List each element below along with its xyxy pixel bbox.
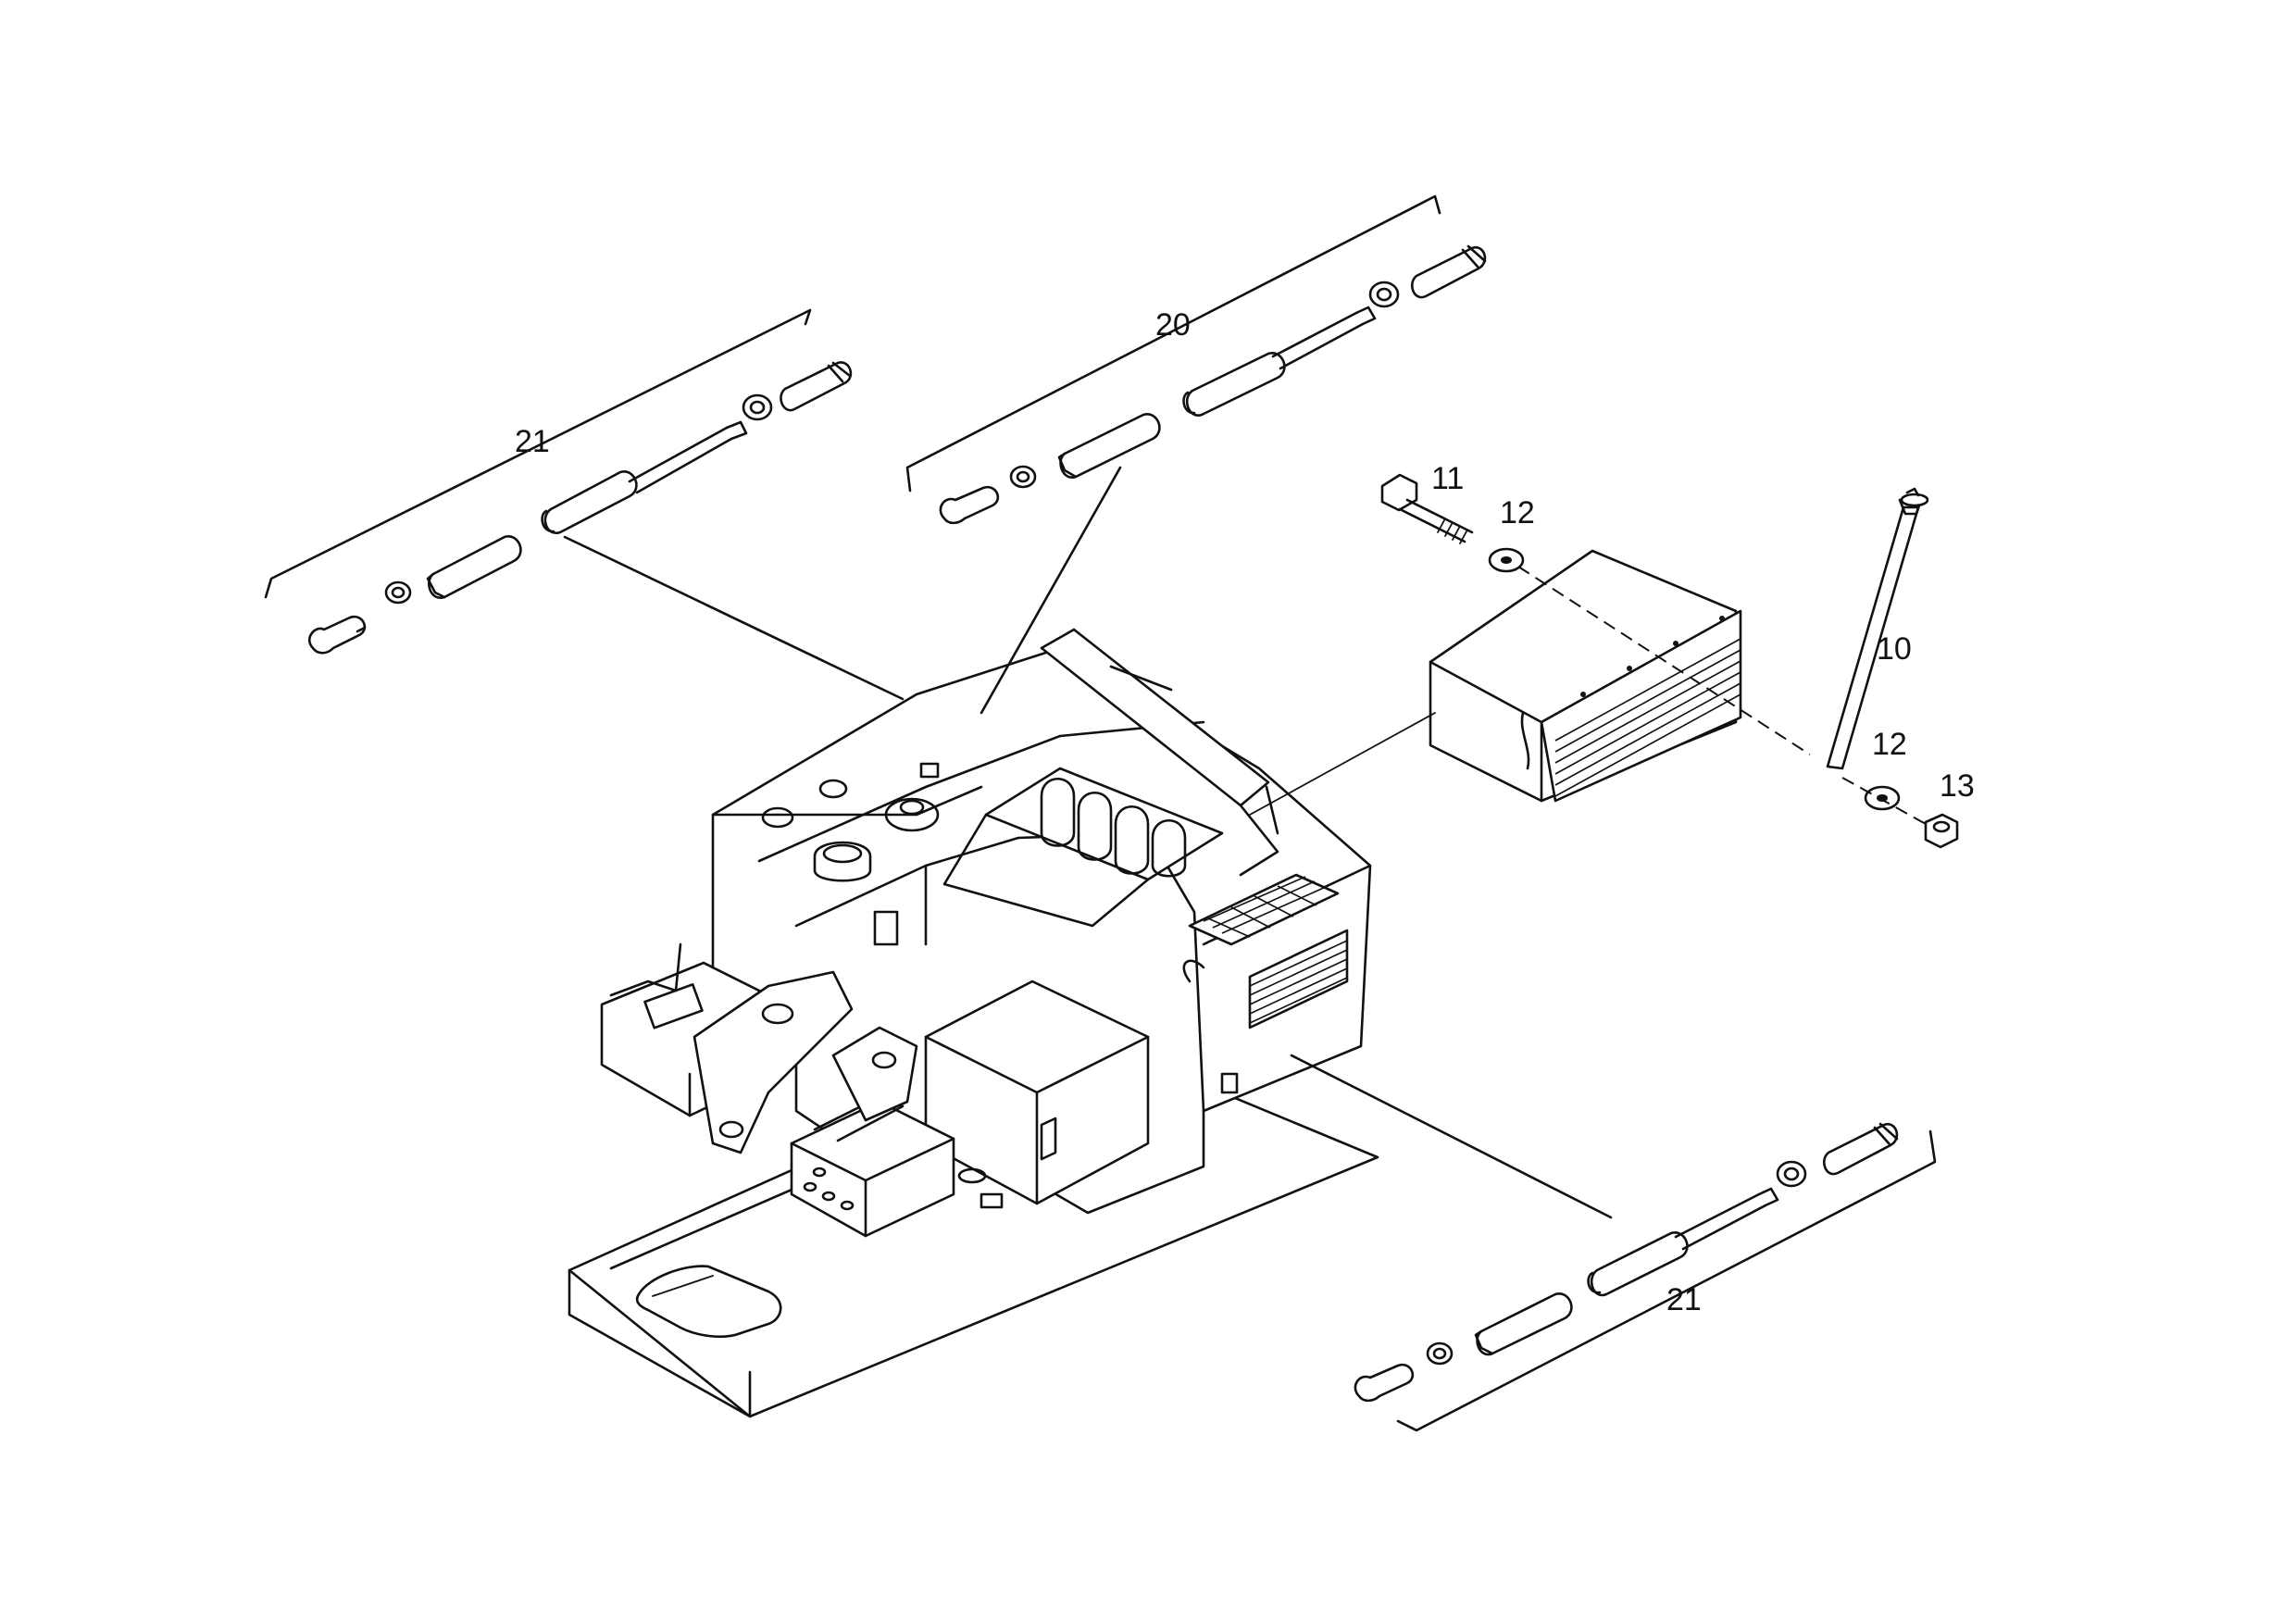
gas-strut-upper-left: [264, 308, 905, 701]
callout-13: 13: [1940, 768, 1975, 804]
callout-21-lower: 21: [1666, 1282, 1702, 1317]
engine-cylinders: [1040, 777, 1187, 878]
engine-cover: [1429, 549, 1742, 803]
assembly-axis: [1517, 566, 1927, 825]
callout-10: 10: [1877, 631, 1912, 667]
callout-12-lower: 12: [1872, 727, 1907, 762]
gas-strut-lower-right: [1290, 1054, 1937, 1432]
rod-part: [1826, 487, 1929, 770]
washer-lower-part: [1864, 785, 1901, 811]
callout-12-upper: 12: [1500, 495, 1535, 530]
gas-strut-top: [905, 194, 1487, 715]
callout-21-upper: 21: [515, 424, 550, 459]
washer-upper-part: [1488, 547, 1525, 573]
leader-lines: [1249, 712, 1436, 816]
callout-20: 20: [1155, 307, 1191, 343]
machine-body: [568, 628, 1379, 1418]
bolt-part: [1380, 473, 1474, 544]
callout-11: 11: [1431, 461, 1464, 496]
nut-part: [1924, 813, 1959, 849]
